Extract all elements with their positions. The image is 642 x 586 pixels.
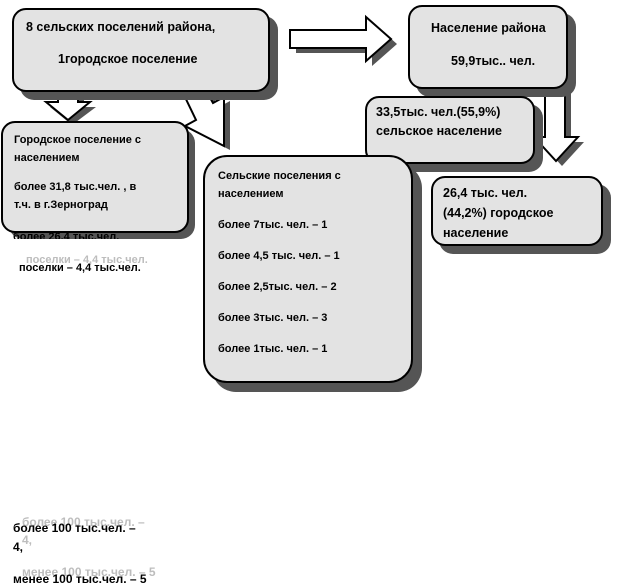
ghost-more-100: более 100 тыс.чел. – — [22, 515, 145, 529]
box2-line2: 59,9тыс.. чел. — [451, 54, 536, 68]
ghost-four: 4, — [22, 533, 33, 547]
less-100-text: менее 100 тыс.чел. – 5 — [13, 572, 147, 586]
box5-line1: Сельские поселения с — [218, 170, 341, 182]
box4-line1: 33,5тыс. чел.(55,9%) — [376, 105, 501, 119]
box2-line1: Население района — [431, 21, 546, 35]
box6-line3: население — [443, 226, 509, 240]
box6-line2: (44,2%) городское — [443, 206, 554, 220]
box5-item-4: более 3тыс. чел. – 3 — [218, 312, 328, 324]
box6-line1: 26,4 тыс. чел. — [443, 186, 528, 200]
box5-item-3: более 2,5тыс. чел. – 2 — [218, 281, 337, 293]
box-district-population: Население района 59,9тыс.. чел. — [408, 5, 568, 89]
box5-line2: населением — [218, 188, 284, 200]
box4-line2: сельское население — [376, 124, 502, 138]
box3-line2: населением — [14, 152, 80, 164]
box3-line4: т.ч. в г.Зерноград — [14, 199, 108, 211]
ghost-less-100: менее 100 тыс.чел. – 5 — [22, 565, 156, 579]
box-rural-settlements-summary: 8 сельских поселений района, 1городское … — [12, 8, 270, 92]
box-urban-population: 26,4 тыс. чел. (44,2%) городское населен… — [431, 176, 603, 246]
four-text: 4, — [13, 540, 24, 554]
settlements-text: поселки – 4,4 тыс.чел. — [19, 262, 141, 274]
box-rural-settlements-list: Сельские поселения с населением более 7т… — [203, 155, 413, 383]
box5-item-2: более 4,5 тыс. чел. – 1 — [218, 250, 340, 262]
arrow-right — [289, 14, 393, 64]
box-urban-settlement: Городское поселение с населением более 3… — [1, 121, 189, 233]
more-100-text: более 100 тыс.чел. – — [13, 521, 136, 535]
box3-line3: более 31,8 тыс.чел. , в — [14, 181, 137, 193]
overflow-more-26-4: более 26,4 тыс.чел. — [13, 231, 120, 243]
box1-line2: 1городское поселение — [58, 52, 198, 66]
box-rural-population: 33,5тыс. чел.(55,9%) сельское население — [365, 96, 535, 164]
box5-item-1: более 7тыс. чел. – 1 — [218, 219, 328, 231]
ghost-settlements-text: поселки – 4,4 тыс.чел. — [26, 254, 148, 266]
box3-line1: Городское поселение с — [14, 134, 142, 146]
box1-line1: 8 сельских поселений района, — [26, 20, 216, 34]
box5-item-5: более 1тыс. чел. – 1 — [218, 343, 328, 355]
